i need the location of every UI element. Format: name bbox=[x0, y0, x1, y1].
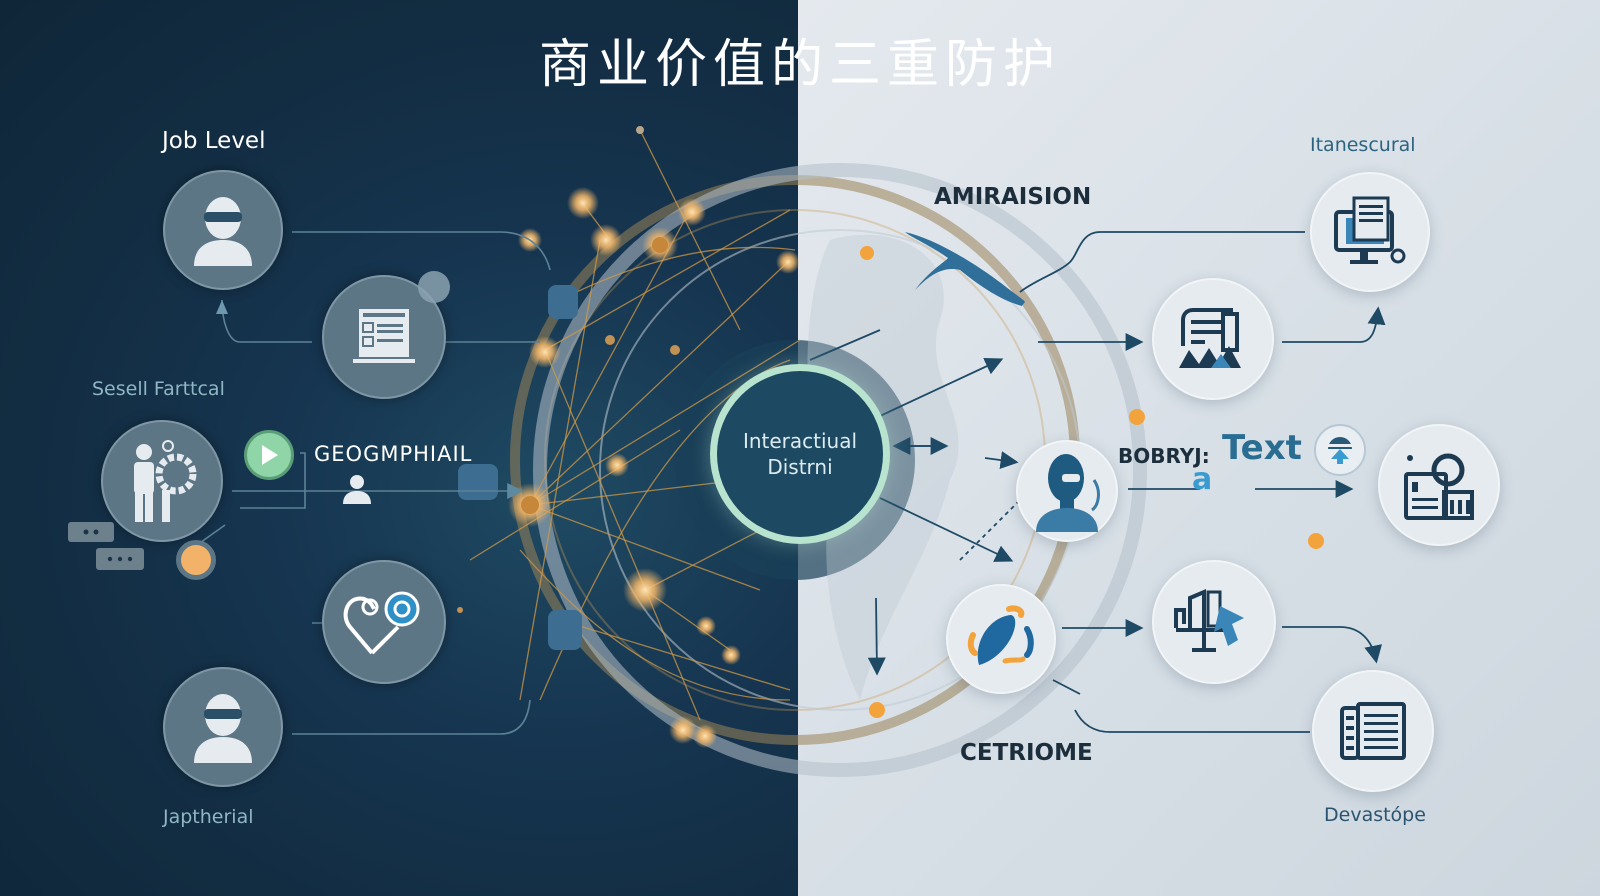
geogmphial-label: GEOGMPHIAIL bbox=[314, 442, 473, 466]
job-level-label: Job Level bbox=[162, 128, 266, 154]
search-document-icon bbox=[1404, 453, 1474, 520]
amiraision-label: AMIRAISION bbox=[934, 184, 1092, 210]
user-small-icon bbox=[343, 475, 371, 504]
heart-node[interactable] bbox=[322, 560, 446, 684]
person-node[interactable] bbox=[1016, 440, 1118, 542]
laptop-document-icon bbox=[353, 309, 415, 363]
building-icon bbox=[1174, 588, 1244, 652]
text-word-label: Text bbox=[1222, 428, 1302, 468]
right-connectors bbox=[809, 231, 1386, 733]
cetriome-label: CETRIOME bbox=[960, 740, 1093, 766]
people-gear-node[interactable] bbox=[101, 420, 223, 542]
japtherial-label: Japtherial bbox=[163, 806, 254, 828]
orange-dots bbox=[860, 246, 1324, 718]
chart-document-icon bbox=[1179, 308, 1241, 368]
heart-gear-icon bbox=[343, 591, 420, 655]
devastope-label: Devastópe bbox=[1324, 804, 1426, 826]
user-node-top[interactable] bbox=[163, 170, 283, 290]
a-letter-label: a bbox=[1192, 462, 1213, 497]
search-doc-node[interactable] bbox=[1378, 424, 1500, 546]
chart-node[interactable] bbox=[1152, 278, 1274, 400]
itanescural-label: Itanescural bbox=[1310, 134, 1416, 156]
hub-line-2: Distrni bbox=[767, 455, 833, 479]
play-icon bbox=[262, 445, 278, 465]
list-node[interactable] bbox=[1312, 670, 1434, 792]
leaf-node[interactable] bbox=[946, 584, 1056, 694]
upload-badge[interactable] bbox=[1314, 424, 1366, 476]
sesell-label: Sesell Farttcal bbox=[92, 378, 225, 400]
person-avatar-icon bbox=[1036, 454, 1100, 532]
user-node-bottom[interactable] bbox=[163, 667, 283, 787]
central-hub[interactable]: Interactiual Distrni bbox=[710, 364, 890, 544]
small-bubble bbox=[418, 271, 450, 303]
up-arrow-icon bbox=[216, 300, 228, 314]
monitor-document-icon bbox=[1334, 196, 1406, 264]
network-lines bbox=[469, 129, 801, 721]
user-icon bbox=[194, 197, 252, 266]
leaf-icon bbox=[967, 605, 1034, 665]
upload-arrow-icon bbox=[1328, 437, 1352, 464]
play-button[interactable] bbox=[244, 430, 294, 480]
list-document-icon bbox=[1340, 702, 1406, 760]
orange-pin-icon bbox=[176, 540, 216, 580]
person-gear-icon bbox=[134, 440, 197, 522]
monitor-node[interactable] bbox=[1310, 172, 1430, 292]
hub-line-1: Interactiual bbox=[742, 429, 858, 453]
chat-bubbles-icon bbox=[68, 522, 144, 570]
swimming-creature-icon bbox=[905, 232, 1025, 306]
user-icon bbox=[194, 694, 252, 763]
page-title: 商业价值的三重防护 bbox=[538, 35, 1061, 95]
document-node[interactable] bbox=[322, 275, 446, 399]
bobryj-label: BOBRYJ: bbox=[1118, 444, 1210, 468]
building-node[interactable] bbox=[1152, 560, 1276, 684]
